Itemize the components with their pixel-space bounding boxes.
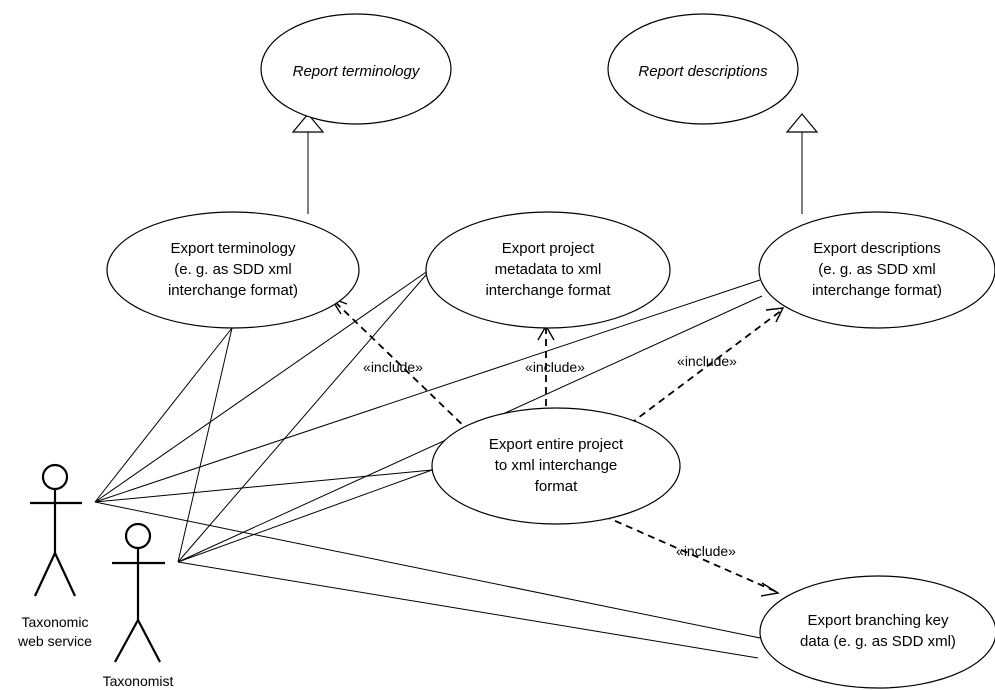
generalization-arrowhead — [291, 113, 325, 133]
include-descriptions — [629, 307, 785, 425]
include-label-metadata: «include» — [525, 359, 585, 375]
use-case-label-line-1: Export project — [502, 240, 595, 257]
generalization-arrowhead — [785, 113, 819, 133]
include-arrowhead — [765, 307, 785, 323]
use-case-label: Report terminology — [293, 63, 421, 80]
actor-label-line-2: web service — [17, 633, 92, 649]
assoc-web-metadata — [94, 267, 433, 503]
assoc-tax-entire — [177, 469, 433, 563]
use-case-export-entire-project[interactable]: Export entire project to xml interchange… — [431, 407, 681, 525]
assoc-tax-metadata — [177, 267, 433, 563]
include-label-branching: «include» — [676, 543, 736, 559]
assoc-tax-terminology — [177, 327, 233, 563]
include-line — [332, 299, 471, 433]
assoc-web-descriptions — [94, 279, 761, 503]
use-case-label-line-2: to xml interchange — [495, 457, 618, 474]
use-case-label-line-3: interchange format) — [812, 282, 942, 299]
include-branching — [603, 515, 780, 597]
use-case-report-descriptions[interactable]: Report descriptions — [607, 13, 799, 125]
use-case-label-line-3: interchange format) — [168, 282, 298, 299]
use-case-label-line-2: (e. g. as SDD xml — [818, 261, 936, 278]
use-case-export-descriptions[interactable]: Export descriptions (e. g. as SDD xml in… — [758, 211, 995, 329]
use-case-ellipse — [758, 211, 995, 329]
use-case-label-line-1: Export branching key — [808, 612, 949, 629]
use-case-label-line-2: data (e. g. as SDD xml) — [800, 633, 956, 650]
generalization-descriptions — [785, 113, 819, 214]
use-case-ellipse — [607, 13, 799, 125]
assoc-tax-branching — [177, 561, 759, 659]
associations-taxonomist — [177, 267, 763, 659]
include-label-descriptions: «include» — [677, 353, 737, 369]
assoc-web-entire — [94, 469, 433, 503]
use-case-label-line-1: Export terminology — [170, 240, 296, 257]
actor-label: Taxonomist — [103, 673, 174, 689]
use-case-ellipse — [106, 211, 360, 329]
use-case-label-line-3: interchange format — [485, 282, 611, 299]
use-case-label-line-1: Export entire project — [489, 436, 624, 453]
include-arrowhead — [760, 582, 780, 597]
use-case-ellipse — [425, 211, 671, 329]
use-case-ellipse — [759, 575, 995, 689]
use-case-export-metadata[interactable]: Export project metadata to xml interchan… — [425, 211, 671, 329]
assoc-web-terminology — [94, 327, 233, 503]
actor-stick-figure-icon — [112, 522, 165, 663]
use-case-export-branching-key[interactable]: Export branching key data (e. g. as SDD … — [759, 575, 995, 689]
actor-stick-figure-icon — [30, 463, 82, 597]
use-case-label-line-2: (e. g. as SDD xml — [174, 261, 292, 278]
include-line — [629, 309, 783, 425]
assoc-web-branching — [94, 501, 771, 641]
use-case-report-terminology[interactable]: Report terminology — [260, 13, 452, 125]
include-line — [603, 515, 778, 593]
actor-taxonomist[interactable]: Taxonomist — [103, 522, 174, 689]
include-label-terminology: «include» — [363, 359, 423, 375]
use-case-label: Report descriptions — [638, 63, 768, 80]
use-case-label-line-1: Export descriptions — [813, 240, 941, 257]
use-case-label-line-2: metadata to xml — [495, 261, 602, 278]
use-case-export-terminology[interactable]: Export terminology (e. g. as SDD xml int… — [106, 211, 360, 329]
use-case-label-line-3: format — [535, 478, 578, 495]
use-case-ellipse — [260, 13, 452, 125]
actor-taxonomic-web-service[interactable]: Taxonomic web service — [17, 463, 92, 649]
use-case-ellipse — [431, 407, 681, 525]
associations-web-service — [94, 267, 771, 641]
generalization-terminology — [291, 113, 325, 214]
actor-label-line-1: Taxonomic — [22, 614, 89, 630]
